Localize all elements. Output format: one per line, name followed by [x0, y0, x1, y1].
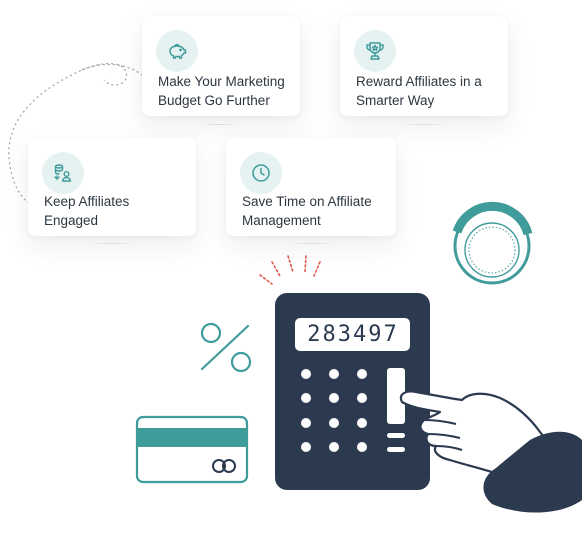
calculator-keypad: [301, 368, 405, 452]
feature-card-engaged-line1: Keep Affiliates: [44, 194, 130, 209]
feature-card-save-time-text: Save Time on Affiliate Management: [242, 192, 372, 230]
coins-user-icon: [42, 152, 84, 194]
card-shadow-line: [292, 243, 332, 244]
feature-card-save-time-line1: Save Time on Affiliate: [242, 194, 372, 209]
feature-card-engaged-text: Keep Affiliates Engaged: [44, 192, 129, 230]
coin-graphic: [452, 201, 533, 285]
feature-card-engaged-line2: Engaged: [44, 213, 99, 228]
trophy-icon: [354, 30, 396, 72]
credit-card-graphic: [135, 415, 249, 484]
feature-card-save-time-line2: Management: [242, 213, 321, 228]
feature-card-reward: Reward Affiliates in a Smarter Way: [340, 16, 508, 116]
feature-card-budget-line2: Budget Go Further: [158, 93, 270, 108]
card-shadow-line: [404, 124, 444, 125]
card-shadow-line: [200, 124, 240, 125]
feature-card-reward-text: Reward Affiliates in a Smarter Way: [356, 72, 482, 110]
piggy-bank-icon: [156, 30, 198, 72]
feature-card-engaged: Keep Affiliates Engaged: [28, 138, 196, 236]
feature-card-budget: Make Your Marketing Budget Go Further: [142, 16, 300, 116]
feature-card-save-time: Save Time on Affiliate Management: [226, 138, 396, 236]
motion-lines: [259, 255, 321, 285]
dotted-connector-loop: [81, 62, 128, 86]
feature-card-budget-line1: Make Your Marketing: [158, 74, 285, 89]
feature-card-reward-line1: Reward Affiliates in a: [356, 74, 482, 89]
card-shadow-line: [92, 243, 132, 244]
hand-graphic: [399, 390, 582, 513]
percent-symbol: [200, 322, 252, 373]
calculator-display: 283497: [307, 322, 399, 347]
feature-card-reward-line2: Smarter Way: [356, 93, 435, 108]
clock-icon: [240, 152, 282, 194]
feature-card-budget-text: Make Your Marketing Budget Go Further: [158, 72, 285, 110]
calculator-graphic: [275, 293, 430, 490]
